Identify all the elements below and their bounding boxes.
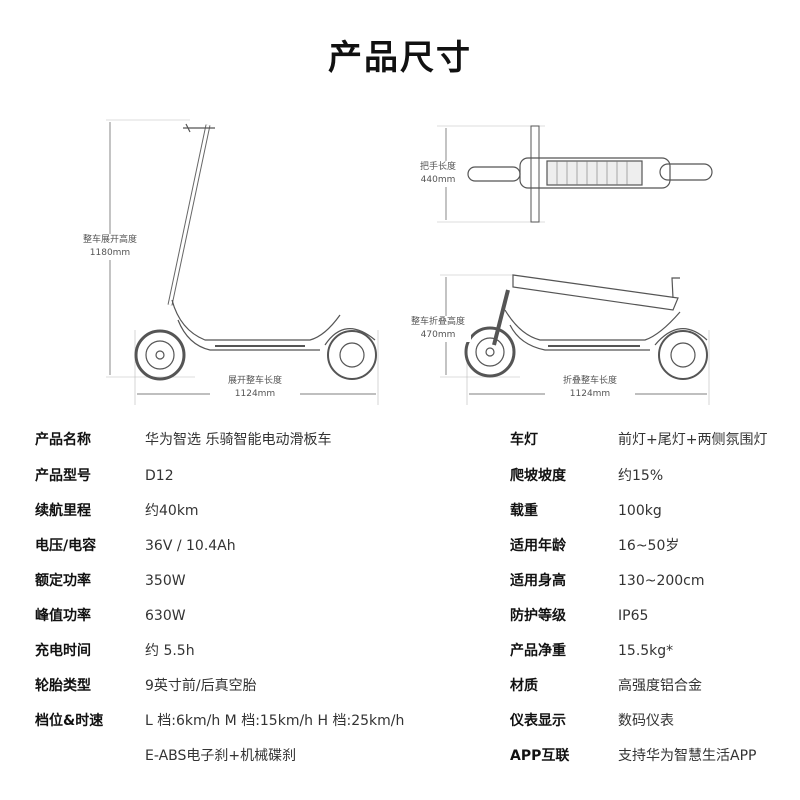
spec-value: 630W	[145, 608, 186, 624]
spec-row: 轮胎类型 9英寸前/后真空胎	[0, 676, 800, 696]
unfolded-length-dimension: 展开整车长度 1124mm	[210, 375, 300, 401]
dimension-label: 折叠整车长度	[562, 376, 617, 386]
spec-row: 充电时间 约 5.5h	[0, 641, 800, 661]
dimension-value: 1124mm	[234, 389, 276, 399]
spec-label: 额定功率	[35, 573, 91, 589]
spec-label: 载重	[510, 503, 538, 519]
spec-row: 档位&时速 L 档:6km/h M 档:15km/h H 档:25km/h	[0, 711, 800, 731]
folded-height-dimension: 整车折叠高度 470mm	[405, 316, 471, 342]
page-title: 产品尺寸	[328, 38, 472, 78]
spec-value: L 档:6km/h M 档:15km/h H 档:25km/h	[145, 713, 405, 729]
spec-label: 产品型号	[35, 468, 91, 484]
spec-value: 9英寸前/后真空胎	[145, 678, 257, 694]
folded-length-dimension: 折叠整车长度 1124mm	[545, 375, 635, 401]
dimension-value: 470mm	[420, 330, 456, 340]
spec-row: 额定功率 350W	[0, 571, 800, 591]
spec-value: 约 5.5h	[145, 643, 195, 659]
spec-label: 轮胎类型	[35, 678, 91, 694]
spec-value: 100kg	[618, 503, 662, 519]
spec-value: 15.5kg*	[618, 643, 674, 659]
spec-row: 仪表显示 数码仪表	[0, 711, 800, 731]
spec-value: E-ABS电子刹+机械碟刹	[145, 748, 297, 764]
unfolded-scooter-illustration	[106, 119, 379, 405]
spec-label: 爬坡坡度	[510, 468, 566, 484]
spec-value: 支持华为智慧生活APP	[618, 748, 757, 764]
spec-value: D12	[145, 468, 174, 484]
handlebar-width-dimension: 把手长度 440mm	[413, 161, 463, 187]
spec-row: 适用身高 130~200cm	[0, 571, 800, 591]
spec-row: 峰值功率 630W	[0, 606, 800, 626]
scooter-drawings	[106, 119, 713, 405]
spec-value: 约40km	[145, 503, 199, 519]
spec-value: 数码仪表	[618, 713, 674, 729]
spec-row: 车灯 前灯+尾灯+两侧氛围灯	[0, 430, 800, 450]
dimension-value: 1124mm	[569, 389, 611, 399]
dimension-label: 整车展开高度	[82, 235, 137, 245]
spec-value: 130~200cm	[618, 573, 705, 589]
spec-label: 仪表显示	[510, 713, 566, 729]
spec-row: 产品名称 华为智选 乐骑智能电动滑板车	[0, 430, 800, 450]
spec-label: 产品净重	[510, 643, 566, 659]
spec-row: 材质 高强度铝合金	[0, 676, 800, 696]
spec-row: APP互联 支持华为智慧生活APP	[0, 746, 800, 766]
top-view-scooter-illustration	[437, 125, 713, 223]
spec-label: 材质	[510, 678, 538, 694]
spec-label: 适用身高	[510, 573, 566, 589]
spec-row: 适用年龄 16~50岁	[0, 536, 800, 556]
spec-row: E-ABS电子刹+机械碟刹	[0, 746, 800, 766]
spec-label: 防护等级	[510, 608, 566, 624]
unfolded-height-dimension: 整车展开高度 1180mm	[70, 234, 150, 260]
spec-value: 华为智选 乐骑智能电动滑板车	[145, 432, 332, 448]
spec-value: 约15%	[618, 468, 664, 484]
spec-value: IP65	[618, 608, 649, 624]
spec-value: 350W	[145, 573, 186, 589]
spec-label: APP互联	[510, 748, 570, 764]
spec-row: 续航里程 约40km	[0, 501, 800, 521]
dimension-label: 展开整车长度	[227, 376, 282, 386]
spec-row: 载重 100kg	[0, 501, 800, 521]
spec-value: 36V / 10.4Ah	[145, 538, 236, 554]
dimension-label: 把手长度	[419, 162, 456, 172]
dimension-value: 440mm	[420, 175, 456, 185]
spec-value: 高强度铝合金	[618, 678, 702, 694]
dimension-value: 1180mm	[89, 248, 131, 258]
spec-label: 车灯	[510, 432, 538, 448]
dimension-label: 整车折叠高度	[410, 317, 465, 327]
spec-label: 适用年龄	[510, 538, 566, 554]
spec-row: 电压/电容 36V / 10.4Ah	[0, 536, 800, 556]
spec-value: 16~50岁	[618, 538, 680, 554]
spec-row: 爬坡坡度 约15%	[0, 466, 800, 486]
spec-label: 电压/电容	[35, 538, 97, 554]
spec-value: 前灯+尾灯+两侧氛围灯	[618, 432, 768, 448]
spec-label: 续航里程	[35, 503, 91, 519]
spec-label: 充电时间	[35, 643, 91, 659]
spec-row: 产品型号 D12	[0, 466, 800, 486]
spec-label: 峰值功率	[35, 608, 91, 624]
spec-row: 产品净重 15.5kg*	[0, 641, 800, 661]
spec-label: 档位&时速	[35, 713, 104, 729]
spec-row: 防护等级 IP65	[0, 606, 800, 626]
spec-label: 产品名称	[35, 432, 91, 448]
